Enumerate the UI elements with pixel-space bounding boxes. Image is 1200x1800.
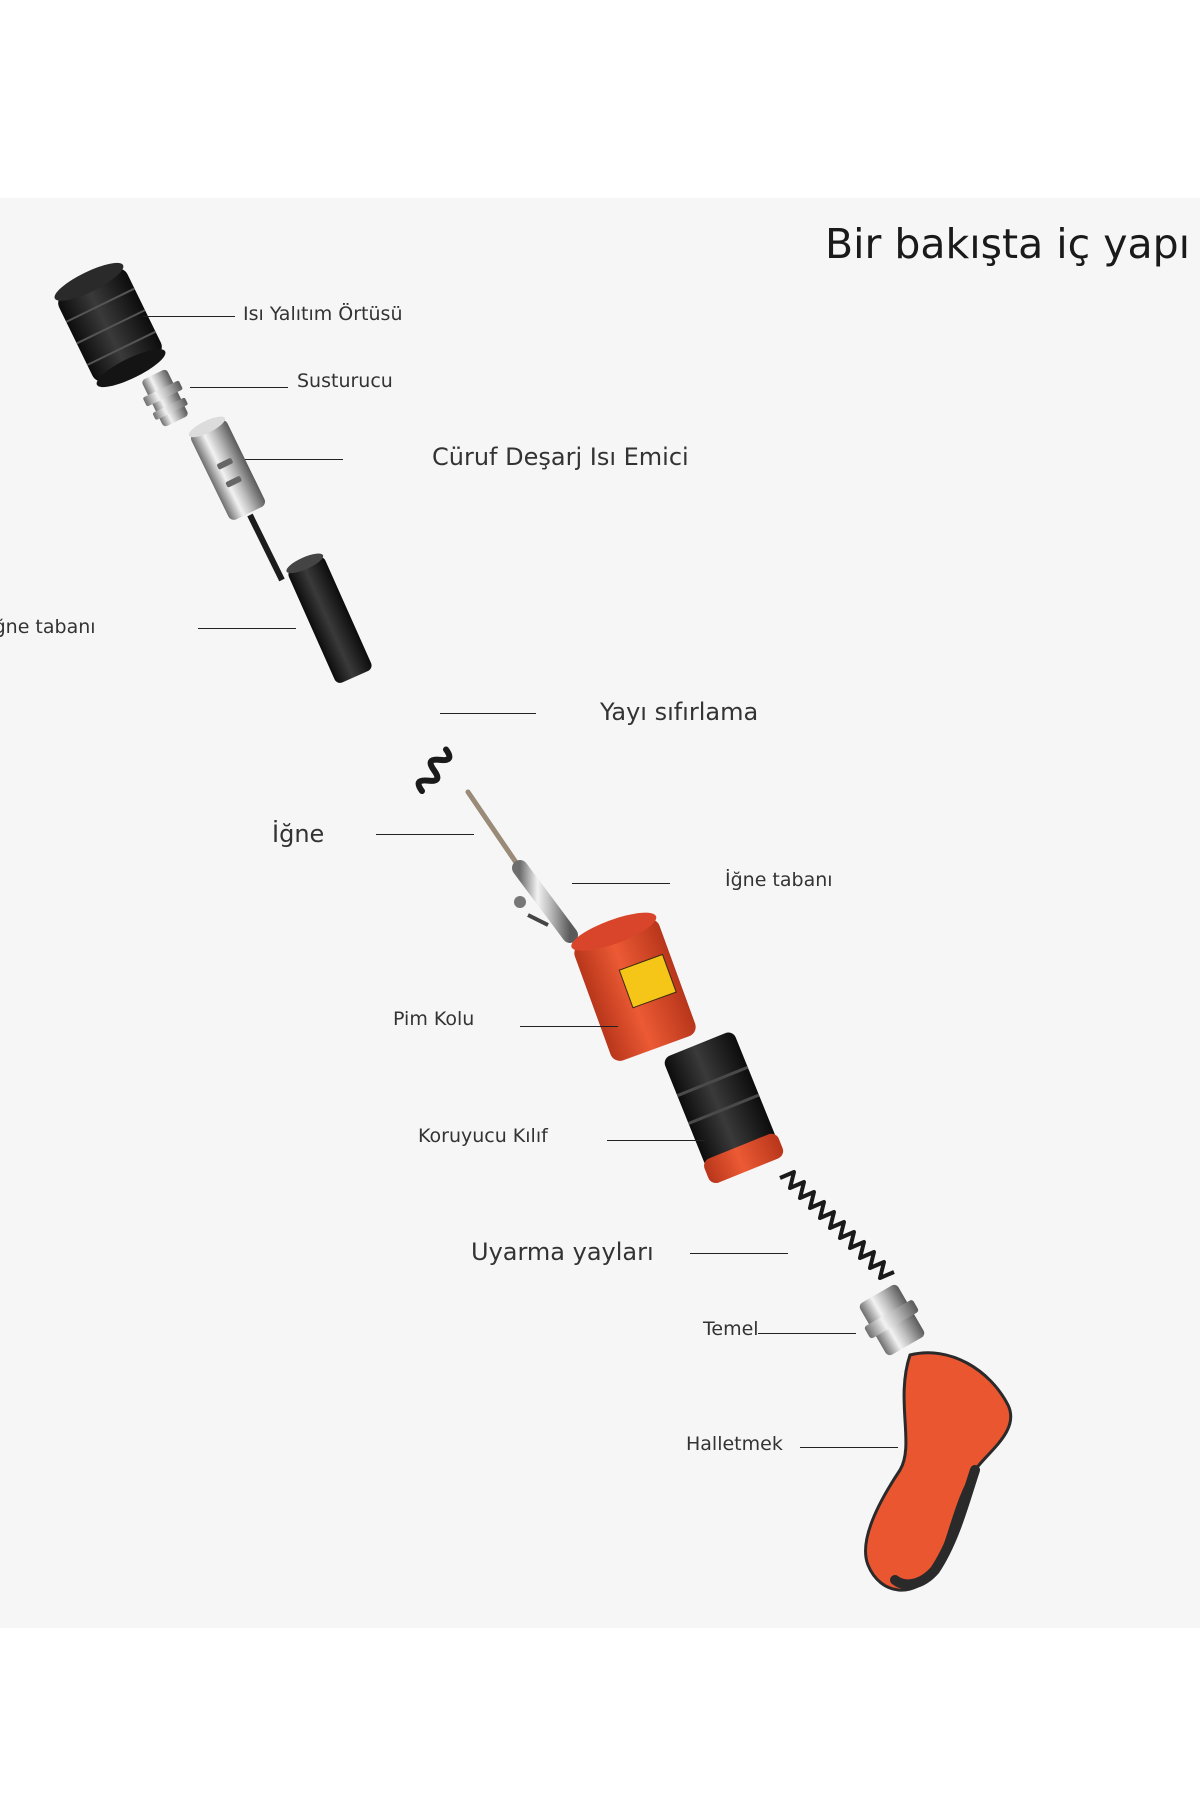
label-firing-springs: Uyarma yayları [471,1238,654,1266]
leader-line-firing-springs [690,1253,788,1254]
label-heat-insulation-cover: Isı Yalıtım Örtüsü [243,303,403,325]
label-needle: İğne [272,820,325,848]
leader-line-slag-heat-sink [245,459,343,460]
label-slag-heat-sink: Cüruf Deşarj Isı Emici [432,443,689,471]
leader-line-protective-sleeve [607,1140,705,1141]
label-protective-sleeve: Koruyucu Kılıf [418,1125,548,1147]
slag-heat-sink-part [188,416,265,520]
label-reset-spring: Yayı sıfırlama [600,698,759,726]
leader-line-pin-handle [520,1026,618,1027]
pin-handle-part [571,912,696,1061]
leader-line-needle-base-left [198,628,296,629]
heat-insulation-cover [54,262,166,388]
leader-line-needle-base-right [572,883,670,884]
leader-line-reset-spring [440,713,536,714]
label-handle: Halletmek [686,1433,783,1455]
firing-spring-part [779,1170,895,1280]
leader-line-needle [376,834,474,835]
page-title: Bir bakışta iç yapı [824,220,1190,268]
handle-part [864,1351,1013,1592]
protective-sleeve-part [664,1032,784,1184]
label-needle-base-left: İğne tabanı [0,616,96,638]
reset-spring-part [415,746,453,795]
label-needle-base-right: İğne tabanı [725,869,833,891]
label-silencer: Susturucu [297,370,393,392]
silencer-part [142,369,188,427]
leader-line-silencer [190,387,288,388]
leader-line-handle [800,1447,898,1448]
base-part [859,1284,925,1356]
leader-line-base [758,1333,856,1334]
leader-line-heat-cover [143,316,235,317]
needle-base-rod-part [286,553,372,683]
label-pin-handle: Pim Kolu [393,1008,475,1030]
label-base: Temel [703,1318,759,1340]
